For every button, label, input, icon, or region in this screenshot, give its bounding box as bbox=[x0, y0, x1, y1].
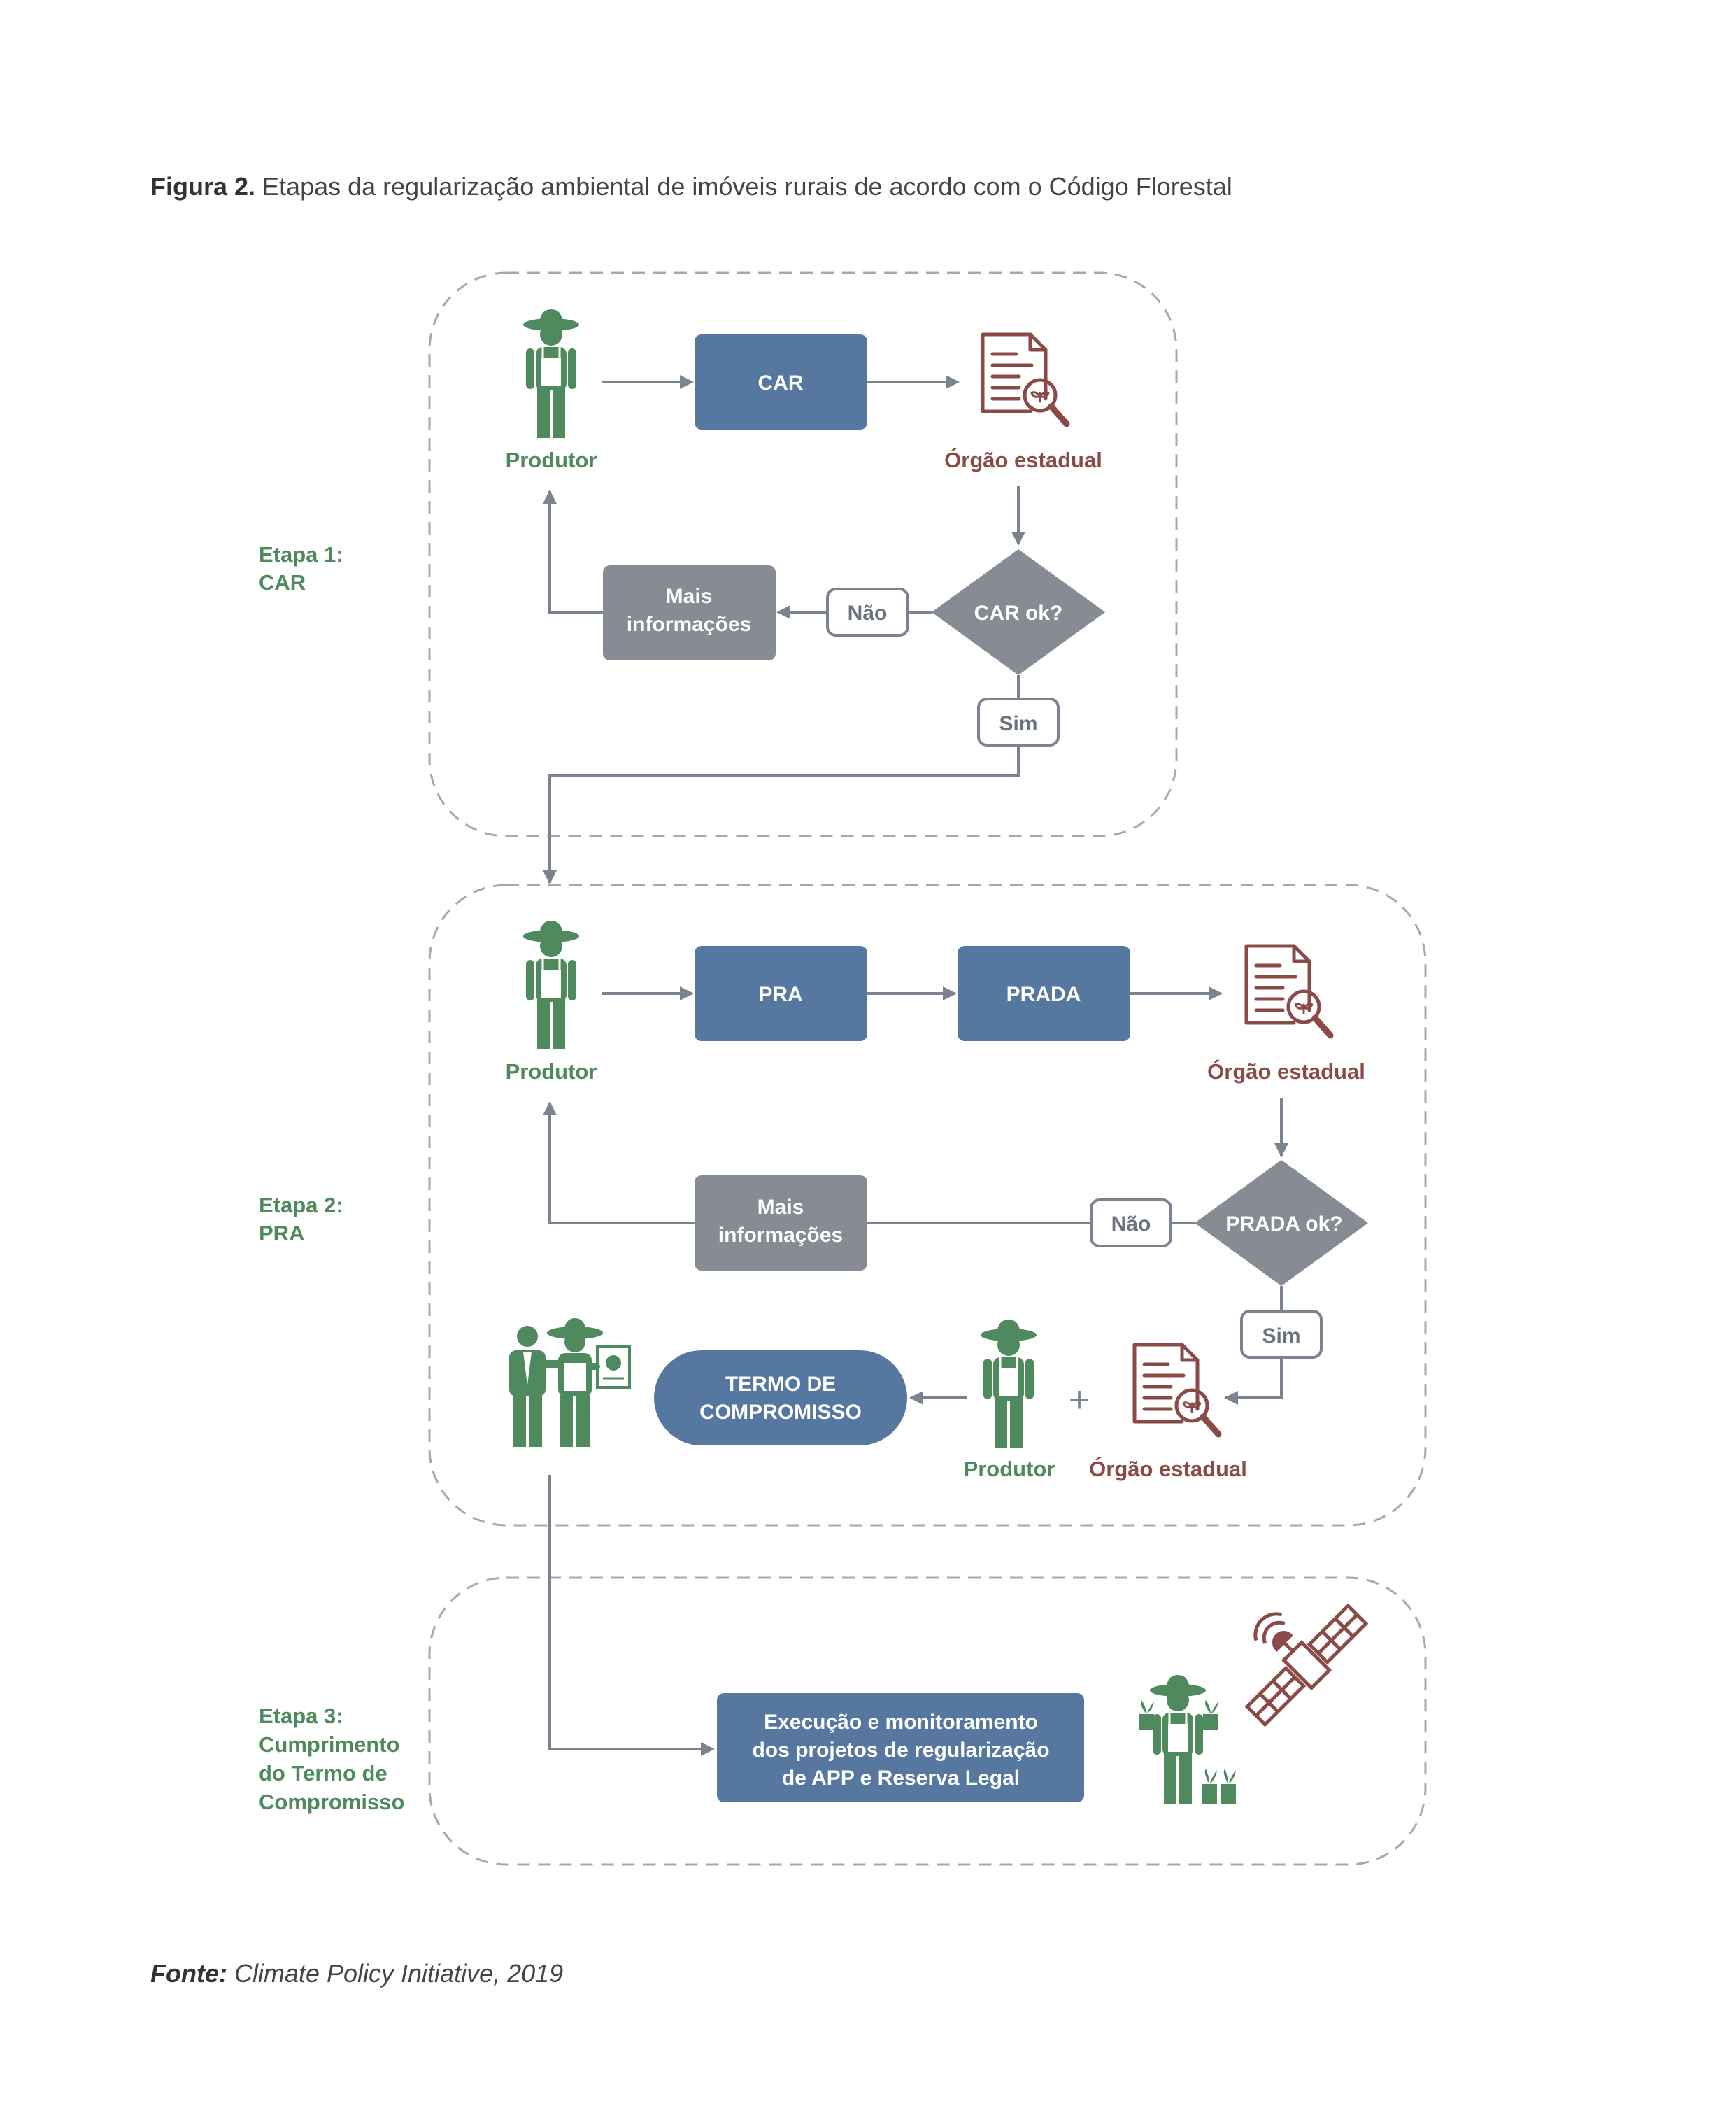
farmer-icon bbox=[522, 919, 581, 1051]
stage2-label-line2: PRA bbox=[259, 1221, 304, 1245]
pra-box-label: PRA bbox=[758, 983, 802, 1006]
stage3-label-line1: Etapa 3: bbox=[259, 1704, 343, 1728]
figure-caption: Figura 2. Etapas da regularização ambien… bbox=[150, 172, 1232, 201]
farmer-plants-icon bbox=[1139, 1674, 1236, 1805]
stage1-no-label: Não bbox=[848, 602, 888, 625]
stage1-label-line2: CAR bbox=[259, 570, 306, 595]
plus-sign: + bbox=[1069, 1380, 1090, 1420]
prada-ok-decision bbox=[1195, 1160, 1368, 1286]
farmer-icon bbox=[522, 308, 581, 439]
stage3-label-line4: Compromisso bbox=[259, 1790, 404, 1814]
caption-prefix: Figura 2. bbox=[150, 172, 256, 201]
stage2-label-line1: Etapa 2: bbox=[259, 1193, 343, 1217]
stage3-label-line3: do Termo de bbox=[259, 1761, 387, 1785]
stage2-more-info-line2: informações bbox=[718, 1224, 843, 1247]
document-search-icon bbox=[1134, 1345, 1218, 1434]
exec-line2: dos projetos de regularização bbox=[752, 1739, 1049, 1762]
stage2-yes-label: Sim bbox=[1262, 1324, 1300, 1348]
pra-box bbox=[695, 946, 867, 1041]
satellite-icon bbox=[1244, 1603, 1369, 1727]
handshake-people-icon bbox=[509, 1318, 631, 1447]
car-box bbox=[695, 334, 867, 430]
prada-box bbox=[958, 946, 1130, 1041]
stage1-more-info-line1: Mais bbox=[666, 585, 713, 608]
stage2-agency-label: Órgão estadual bbox=[1207, 1059, 1365, 1084]
stage1-container bbox=[428, 271, 1178, 837]
stage1-producer-label: Produtor bbox=[506, 448, 597, 472]
stage3-container bbox=[428, 1576, 1427, 1866]
source-note: Fonte: Climate Policy Initiative, 2019 bbox=[150, 1959, 563, 1988]
document-search-icon bbox=[983, 334, 1067, 424]
prada-ok-label: PRADA ok? bbox=[1225, 1212, 1342, 1236]
source-prefix: Fonte: bbox=[150, 1959, 227, 1988]
stage1-yes-label: Sim bbox=[999, 712, 1037, 735]
prada-box-label: PRADA bbox=[1006, 983, 1081, 1006]
stage1-label-line1: Etapa 1: bbox=[259, 542, 343, 567]
stage2-producer2-label: Produtor bbox=[964, 1457, 1055, 1481]
farmer-icon bbox=[979, 1318, 1038, 1450]
term-line1: TERMO DE bbox=[725, 1373, 836, 1396]
exec-line3: de APP e Reserva Legal bbox=[782, 1767, 1020, 1790]
term-line2: COMPROMISSO bbox=[699, 1401, 862, 1424]
car-ok-label: CAR ok? bbox=[974, 602, 1063, 625]
exec-line1: Execução e monitoramento bbox=[764, 1711, 1038, 1734]
stage2-more-info-box bbox=[695, 1175, 867, 1271]
stage2-producer-label: Produtor bbox=[506, 1059, 597, 1084]
stage3-label-line2: Cumprimento bbox=[259, 1732, 400, 1757]
caption-text: Etapas da regularização ambiental de imó… bbox=[255, 172, 1232, 201]
car-box-label: CAR bbox=[758, 372, 804, 395]
stage2-container bbox=[428, 884, 1427, 1527]
term-box bbox=[654, 1350, 907, 1445]
stage2-more-info-line1: Mais bbox=[757, 1196, 804, 1219]
stage1-more-info-box bbox=[603, 565, 776, 660]
stage1-more-info-line2: informações bbox=[627, 613, 751, 636]
execution-box bbox=[717, 1693, 1084, 1802]
stage1-agency-label: Órgão estadual bbox=[944, 447, 1102, 472]
stage2-agency2-label: Órgão estadual bbox=[1089, 1456, 1247, 1481]
stage2-no-label: Não bbox=[1111, 1212, 1151, 1236]
car-ok-decision bbox=[932, 549, 1105, 675]
source-text: Climate Policy Initiative, 2019 bbox=[227, 1959, 564, 1988]
document-search-icon bbox=[1246, 946, 1330, 1035]
